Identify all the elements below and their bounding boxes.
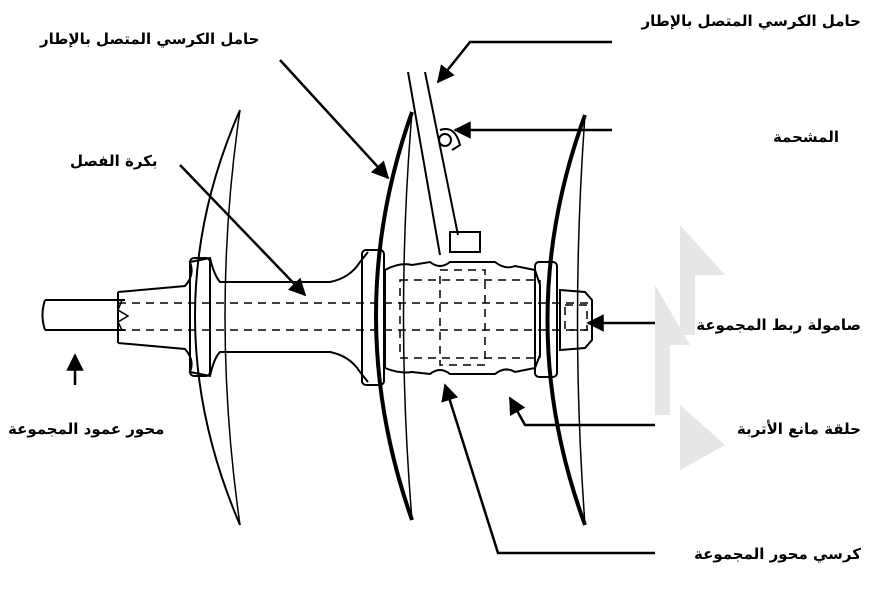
label-gang-bolt-nut: صامولة ربط المجموعة	[696, 316, 861, 334]
disc-right	[534, 114, 587, 526]
bearing-holder-arm	[407, 71, 481, 256]
label-gang-shaft-axis: محور عمود المجموعة	[8, 420, 165, 438]
label-bearing-holder-top-left: حامل الكرسي المتصل بالإطار	[40, 30, 260, 48]
hidden-lines	[118, 269, 590, 366]
label-grease-fitting: المشحمة	[772, 128, 839, 146]
gang-shaft	[41, 299, 130, 331]
label-dust-seal-ring: حلقة مانع الأتربة	[736, 420, 861, 438]
disc-left	[189, 109, 241, 526]
label-gang-axle-bearing: كرسي محور المجموعة	[693, 545, 861, 563]
disc-middle	[361, 111, 414, 521]
watermark-logo	[655, 225, 725, 470]
label-bearing-holder-top-right: حامل الكرسي المتصل بالإطار	[641, 12, 862, 30]
label-spacer-spool: بكرة الفصل	[70, 152, 158, 170]
leader-lines	[66, 40, 655, 555]
